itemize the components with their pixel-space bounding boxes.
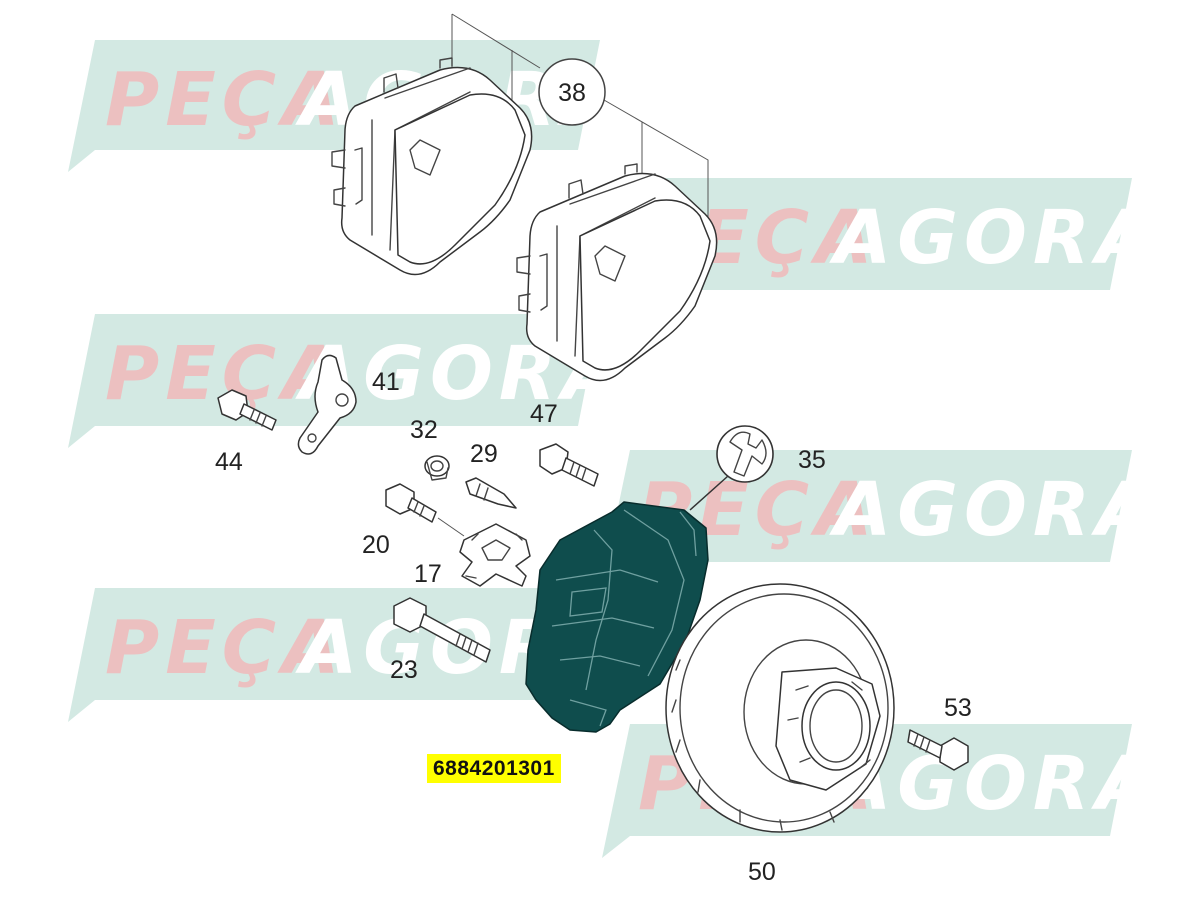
brake-pad-lower [516, 163, 718, 382]
bolt-23: 23 [390, 597, 491, 684]
brake-disc-50: 50 [665, 583, 895, 886]
bleeder-29: 29 [465, 440, 517, 509]
callout-41: 41 [372, 368, 400, 396]
callout-17: 17 [414, 560, 442, 588]
callout-47: 47 [530, 400, 558, 428]
bolt-53: 53 [907, 694, 972, 771]
plate-41: 41 [297, 354, 400, 455]
callout-35: 35 [798, 446, 826, 474]
watermark-text-white: AGORA [829, 195, 1159, 281]
clip-17: 17 [414, 523, 531, 588]
watermark-text-red: PEÇA [105, 605, 345, 691]
callout-44: 44 [215, 448, 243, 476]
callout-53: 53 [944, 694, 972, 722]
callout-32: 32 [410, 416, 438, 444]
callout-29: 29 [470, 440, 498, 468]
watermark-text-red: PEÇA [105, 57, 345, 143]
bolt-47: 47 [530, 400, 599, 487]
bolt-20: 20 [362, 483, 465, 559]
brake-caliper[interactable] [525, 501, 709, 733]
callout-23: 23 [390, 656, 418, 684]
callout-20: 20 [362, 531, 390, 559]
wrench-35: 35 [689, 425, 826, 511]
watermark-text-white: AGORA [829, 467, 1159, 553]
part-number-badge[interactable]: 6884201301 [427, 754, 561, 783]
brake-pad-upper [331, 57, 533, 276]
callout-50: 50 [748, 858, 776, 886]
callout-label: 38 [558, 79, 586, 107]
callout-38: 38 [538, 58, 606, 126]
bolt-44: 44 [215, 389, 277, 476]
watermark-band: PEÇA AGORA [602, 450, 1159, 584]
sleeve-32: 32 [410, 416, 450, 481]
